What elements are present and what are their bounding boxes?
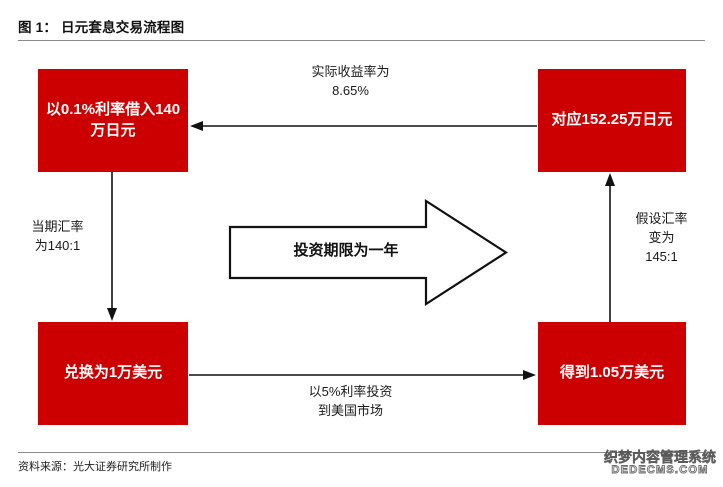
figure-title: 图 1： 日元套息交易流程图 <box>18 20 185 35</box>
node-receive-usd: 得到1.05万美元 <box>538 322 686 425</box>
watermark: 织梦内容管理系统 DEDECMS.COM <box>600 450 720 476</box>
watermark-en-text: DEDECMS.COM <box>611 463 709 476</box>
edge-top-arrow-icon <box>190 121 537 131</box>
investment-horizon-arrow: 投资期限为一年 <box>228 198 509 307</box>
edge-left-label: 当期汇率 为140:1 <box>31 219 84 253</box>
edge-right-arrow-icon <box>605 173 615 322</box>
source-note: 资料来源：光大证券研究所制作 <box>18 461 172 473</box>
header-divider <box>18 40 705 41</box>
block-arrow-icon <box>228 198 509 307</box>
edge-bottom-label: 以5%利率投资 到美国市场 <box>308 384 393 418</box>
investment-horizon-label: 投资期限为一年 <box>293 242 399 259</box>
footer-divider <box>18 452 705 453</box>
node-borrow-yen-label: 以0.1%利率借入140万日元 <box>45 101 181 139</box>
edge-right-label: 假设汇率 变为 145:1 <box>635 211 688 264</box>
node-receive-usd-label: 得到1.05万美元 <box>559 364 665 382</box>
edge-top-label: 实际收益率为 8.65% <box>311 64 390 98</box>
node-borrow-yen: 以0.1%利率借入140万日元 <box>38 69 188 172</box>
edge-left-arrow-icon <box>107 172 117 321</box>
node-repay-yen: 对应152.25万日元 <box>538 69 686 172</box>
edge-bottom-arrow-icon <box>189 370 536 380</box>
node-exchange-usd-label: 兑换为1万美元 <box>63 364 163 382</box>
node-exchange-usd: 兑换为1万美元 <box>38 322 188 425</box>
node-repay-yen-label: 对应152.25万日元 <box>551 111 673 129</box>
